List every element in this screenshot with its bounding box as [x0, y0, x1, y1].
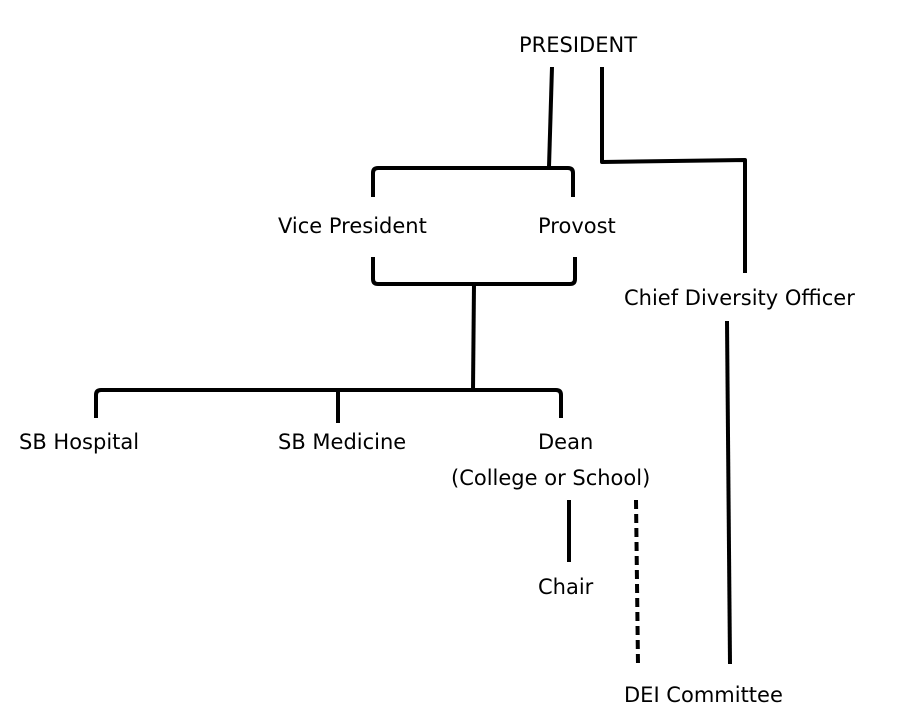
node-chair: Chair	[538, 575, 594, 599]
node-vice-president: Vice President	[278, 214, 427, 238]
edge-vp-provost-stem	[471, 283, 476, 391]
node-sb-medicine: SB Medicine	[278, 430, 407, 454]
node-chief-diversity-officer: Chief Diversity Officer	[624, 286, 855, 310]
edge-president-to-vp-provost	[547, 66, 554, 168]
edge-bus-children	[94, 388, 563, 418]
edge-cdo-to-dei	[725, 320, 732, 665]
edge-dean-to-dei-dashed	[634, 499, 640, 666]
node-dean: Dean	[538, 430, 594, 454]
node-sb-hospital: SB Hospital	[19, 430, 140, 454]
node-dei-committee: DEI Committee	[624, 683, 783, 707]
node-president: PRESIDENT	[519, 33, 638, 57]
edge-president-to-cdo	[600, 67, 747, 273]
node-dean-subtitle: (College or School)	[451, 466, 651, 490]
bracket-top-vp-provost	[371, 166, 575, 197]
bracket-bottom-vp-provost	[371, 257, 577, 286]
node-provost: Provost	[538, 214, 616, 238]
